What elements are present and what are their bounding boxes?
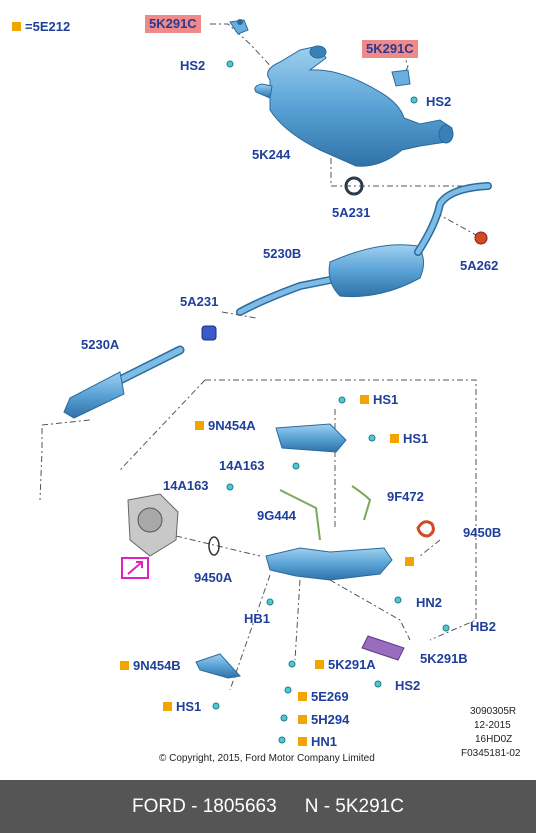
label-hb1: HB1 bbox=[244, 611, 271, 626]
marker-icon bbox=[163, 702, 172, 712]
copyright: © Copyright, 2015, Ford Motor Company Li… bbox=[159, 753, 375, 764]
heat-shield-9n454a bbox=[275, 423, 347, 453]
label-9450b: 9450B bbox=[463, 525, 502, 540]
label-hs2-a: HS2 bbox=[180, 58, 206, 73]
label-9n454b: 9N454B bbox=[120, 659, 181, 673]
label-9n454a: 9N454A bbox=[195, 419, 256, 433]
leader-lines bbox=[39, 23, 486, 691]
marker-icon bbox=[298, 737, 307, 747]
label-hn1: HN1 bbox=[298, 735, 337, 749]
legend-text: =5E212 bbox=[25, 19, 71, 34]
bracket-5a262 bbox=[474, 231, 488, 245]
label-hb2: HB2 bbox=[470, 619, 497, 634]
label-5k244: 5K244 bbox=[252, 147, 291, 162]
hanger-5k291c-left bbox=[229, 19, 249, 35]
legend-square-icon bbox=[12, 22, 21, 32]
pipe-5230a bbox=[63, 345, 185, 419]
label-5h294: 5H294 bbox=[298, 713, 349, 727]
label-5a262: 5A262 bbox=[460, 258, 499, 273]
label-hn2: HN2 bbox=[416, 595, 443, 610]
label-5k291a: 5K291A bbox=[315, 658, 376, 672]
label-5230b: 5230B bbox=[263, 246, 302, 261]
footer-left: FORD - 1805663 bbox=[132, 795, 277, 817]
pipe-5230b bbox=[236, 182, 492, 316]
meta-line-1: 3090305R bbox=[470, 706, 517, 717]
marker-icon bbox=[390, 434, 399, 444]
clamp-5a231-top bbox=[344, 176, 364, 196]
label-5e269: 5E269 bbox=[298, 690, 349, 704]
clamp-5a231-mid bbox=[201, 325, 217, 341]
sensor-9g444 bbox=[279, 489, 321, 541]
marker-icon bbox=[120, 661, 129, 671]
label-5a231-mid: 5A231 bbox=[180, 294, 219, 309]
gasket-9450b bbox=[416, 520, 435, 538]
meta-line-2: 12-2015 bbox=[474, 720, 511, 731]
label-14a163-b: 14A163 bbox=[163, 478, 209, 493]
gasket-9450a bbox=[208, 536, 220, 556]
marker-icon bbox=[360, 395, 369, 405]
shield-9n454b bbox=[195, 653, 241, 679]
label-5k291c-top-left: 5K291C bbox=[145, 15, 201, 33]
fasteners bbox=[212, 60, 450, 744]
label-hs2-b: HS2 bbox=[426, 94, 452, 109]
exhaust-diagram bbox=[39, 19, 492, 744]
turbo bbox=[127, 493, 179, 557]
detail-view-icon bbox=[121, 557, 149, 579]
rear-muffler bbox=[254, 45, 454, 167]
label-hs2-c: HS2 bbox=[395, 678, 421, 693]
hanger-5k291c-right bbox=[391, 69, 411, 87]
label-hs1-c: HS1 bbox=[163, 700, 201, 714]
footer-right: N - 5K291C bbox=[304, 795, 404, 817]
marker-icon bbox=[298, 715, 307, 725]
legend: =5E212 bbox=[12, 20, 70, 34]
meta-line-3: 16HD0Z bbox=[475, 734, 513, 745]
marker-icon bbox=[405, 557, 414, 566]
marker-icon bbox=[298, 692, 307, 702]
marker-icon bbox=[315, 660, 324, 670]
label-9g444: 9G444 bbox=[257, 508, 297, 523]
marker-icon bbox=[195, 421, 204, 431]
label-14a163-a: 14A163 bbox=[219, 458, 265, 473]
bracket-5k291b bbox=[361, 635, 405, 661]
label-hs1-a: HS1 bbox=[360, 393, 398, 407]
label-5a231-top: 5A231 bbox=[332, 205, 371, 220]
label-5k291c-top-right: 5K291C bbox=[362, 40, 418, 58]
label-5k291b: 5K291B bbox=[420, 651, 468, 666]
label-9450a: 9450A bbox=[194, 570, 233, 585]
label-5230a: 5230A bbox=[81, 337, 120, 352]
label-9f472: 9F472 bbox=[387, 489, 424, 504]
label-hs1-b: HS1 bbox=[390, 432, 428, 446]
footer-bar: FORD - 1805663 N - 5K291C bbox=[0, 780, 536, 833]
sensor-9f472 bbox=[351, 485, 372, 521]
catalytic-converter bbox=[265, 547, 393, 581]
meta-line-4: F0345181-02 bbox=[461, 748, 521, 759]
